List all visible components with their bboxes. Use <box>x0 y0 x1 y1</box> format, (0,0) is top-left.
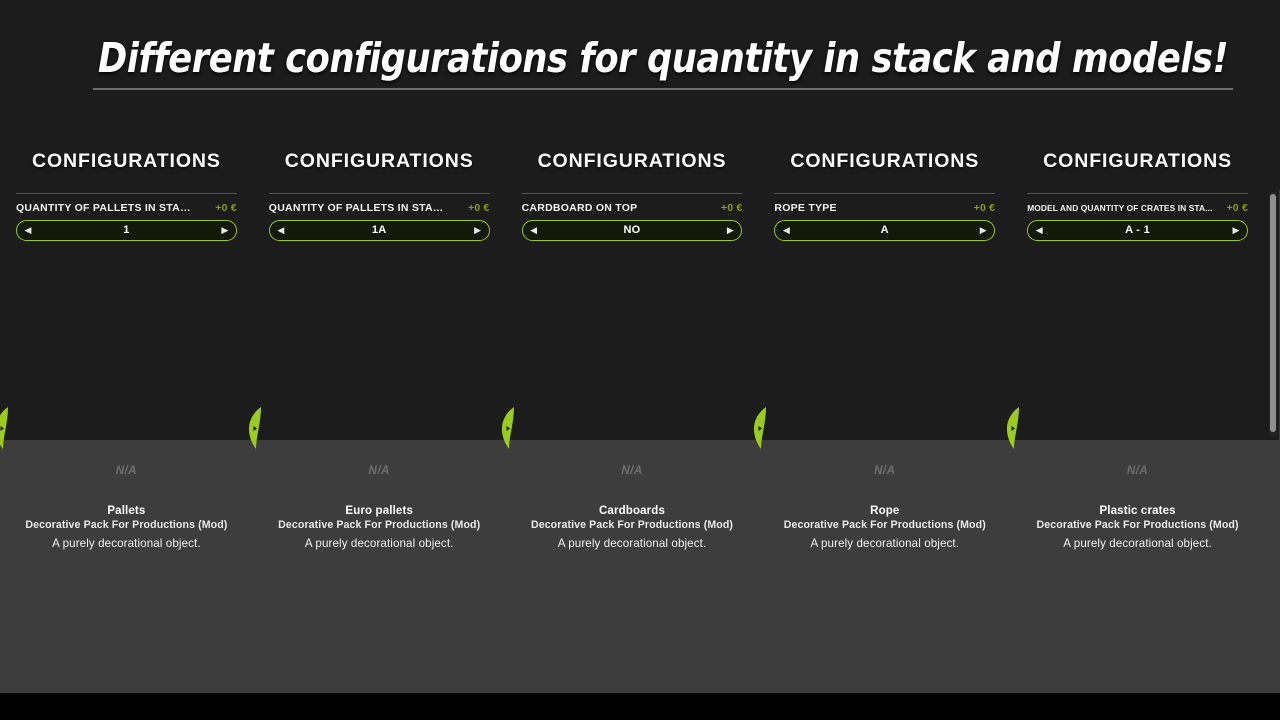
thumbnail-placeholder: N/A <box>874 465 896 477</box>
leaf-marker[interactable] <box>0 407 9 449</box>
object-description: A purely decorational object. <box>557 537 707 550</box>
config-column: CONFIGURATIONS MODEL AND QUANTITY OF CRAT… <box>1011 150 1264 265</box>
object-description: A purely decorational object. <box>52 537 201 550</box>
config-heading: CONFIGURATIONS <box>790 150 980 172</box>
config-option-labels: QUANTITY OF PALLETS IN STACK +0 € <box>269 202 490 214</box>
configuration-columns: CONFIGURATIONS QUANTITY OF PALLETS IN STA… <box>0 150 1280 265</box>
object-name: Plastic crates <box>1099 505 1176 517</box>
thumbnail-placeholder: N/A <box>115 465 138 477</box>
config-column: CONFIGURATIONS QUANTITY OF PALLETS IN STA… <box>253 150 506 265</box>
triangle-left-icon[interactable]: ◀ <box>277 225 285 235</box>
object-source: Decorative Pack For Productions (Mod) <box>1036 519 1239 531</box>
scrollbar-thumb[interactable] <box>1270 194 1276 432</box>
thumbnail-placeholder: N/A <box>1126 465 1149 477</box>
config-option-price: +0 € <box>973 202 996 214</box>
option-selector-value: 1 <box>123 224 130 236</box>
option-selector[interactable]: ◀ A - 1 ▶ <box>1027 220 1248 241</box>
config-divider <box>521 193 743 194</box>
config-heading: CONFIGURATIONS <box>284 150 474 172</box>
config-divider <box>1027 193 1248 194</box>
config-option-price: +0 € <box>468 202 490 214</box>
triangle-left-icon[interactable]: ◀ <box>782 225 790 235</box>
config-option-label: QUANTITY OF PALLETS IN STACK <box>16 202 194 214</box>
option-selector-value: NO <box>623 224 641 236</box>
leaf-marker[interactable] <box>1006 407 1020 449</box>
option-selector[interactable]: ◀ A ▶ <box>774 220 996 241</box>
object-name: Cardboards <box>598 505 666 517</box>
object-name: Pallets <box>107 505 146 517</box>
config-option-price: +0 € <box>1226 202 1248 214</box>
config-option-labels: ROPE TYPE +0 € <box>774 202 995 214</box>
object-description: A purely decorational object. <box>1063 537 1212 550</box>
config-column: CONFIGURATIONS CARDBOARD ON TOP +0 € ◀ NO ▶ <box>506 150 759 265</box>
config-option-label: MODEL AND QUANTITY OF CRATES IN STA... <box>1027 203 1213 213</box>
config-column: CONFIGURATIONS ROPE TYPE +0 € ◀ A ▶ <box>758 150 1011 265</box>
object-name: Rope <box>870 505 900 517</box>
thumbnail-placeholder: N/A <box>621 465 643 477</box>
config-divider <box>774 193 996 194</box>
triangle-left-icon[interactable]: ◀ <box>24 225 32 235</box>
config-option-price: +0 € <box>720 202 743 214</box>
triangle-left-icon[interactable]: ◀ <box>530 225 538 235</box>
object-description: A purely decorational object. <box>304 537 454 550</box>
option-selector-value: A <box>880 224 889 236</box>
config-option-labels: CARDBOARD ON TOP +0 € <box>522 202 743 214</box>
config-heading: CONFIGURATIONS <box>1043 150 1232 172</box>
vertical-scrollbar[interactable] <box>1269 192 1277 437</box>
option-selector[interactable]: ◀ 1 ▶ <box>16 220 237 241</box>
config-heading: CONFIGURATIONS <box>537 150 727 172</box>
thumbnail-placeholder: N/A <box>368 465 390 477</box>
leaf-marker[interactable] <box>248 407 262 449</box>
config-divider <box>16 193 237 194</box>
triangle-right-icon[interactable]: ▶ <box>221 225 229 235</box>
option-selector-value: 1A <box>371 224 387 236</box>
triangle-right-icon[interactable]: ▶ <box>474 225 482 235</box>
object-description: A purely decorational object. <box>810 537 960 550</box>
main-stage: Different configurations for quantity in… <box>0 0 1280 693</box>
option-selector-value: A - 1 <box>1125 224 1151 236</box>
object-source: Decorative Pack For Productions (Mod) <box>278 519 481 531</box>
config-option-label: CARDBOARD ON TOP <box>521 202 638 214</box>
bottom-letterbox-bar <box>0 693 1280 720</box>
triangle-right-icon[interactable]: ▶ <box>1232 225 1240 235</box>
config-option-price: +0 € <box>215 202 237 214</box>
config-option-label: ROPE TYPE <box>774 202 837 214</box>
triangle-right-icon[interactable]: ▶ <box>726 225 734 235</box>
config-option-labels: QUANTITY OF PALLETS IN STACK +0 € <box>16 202 237 214</box>
object-name: Euro pallets <box>345 505 413 517</box>
triangle-right-icon[interactable]: ▶ <box>979 225 987 235</box>
config-option-labels: MODEL AND QUANTITY OF CRATES IN STA... +0… <box>1027 202 1248 214</box>
object-source: Decorative Pack For Productions (Mod) <box>783 519 986 531</box>
object-source: Decorative Pack For Productions (Mod) <box>25 519 228 531</box>
config-divider <box>268 193 490 194</box>
config-heading: CONFIGURATIONS <box>31 150 221 172</box>
page-title-container: Different configurations for quantity in… <box>0 34 1280 90</box>
page-title: Different configurations for quantity in… <box>92 34 1234 90</box>
config-option-label: QUANTITY OF PALLETS IN STACK <box>268 202 447 214</box>
option-selector[interactable]: ◀ NO ▶ <box>521 220 743 241</box>
leaf-marker[interactable] <box>501 407 515 449</box>
object-source: Decorative Pack For Productions (Mod) <box>530 519 734 531</box>
config-column: CONFIGURATIONS QUANTITY OF PALLETS IN STA… <box>0 150 253 265</box>
leaf-marker[interactable] <box>753 407 767 449</box>
triangle-left-icon[interactable]: ◀ <box>1035 225 1043 235</box>
option-selector[interactable]: ◀ 1A ▶ <box>268 220 490 241</box>
